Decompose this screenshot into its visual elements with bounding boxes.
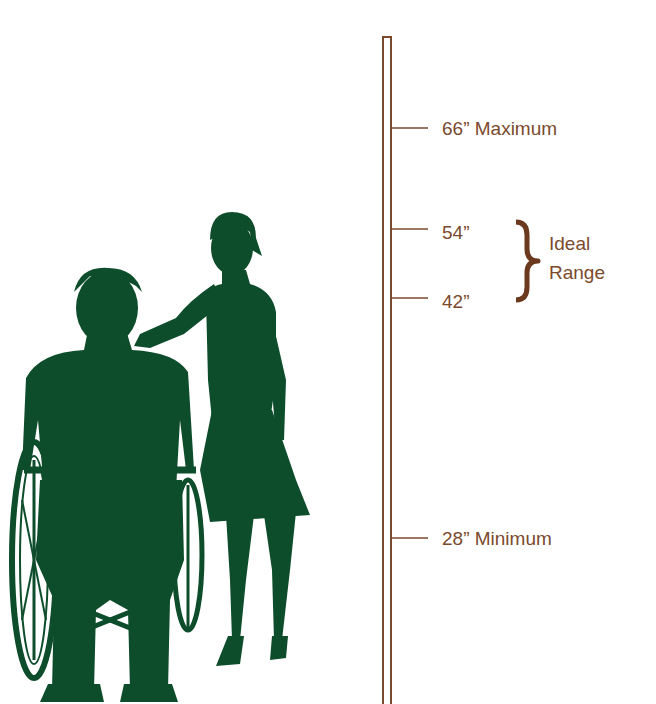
tick-mark [391,228,428,230]
frame-bar [60,600,160,640]
tick-mark [391,537,428,539]
foot [120,684,178,702]
spoke [187,485,190,628]
range-label: Ideal Range [549,229,627,287]
frame-bar [40,557,182,563]
leg [264,512,296,640]
hair [210,212,262,256]
frame-bar [60,600,160,640]
range-brace [516,222,538,300]
torso [206,270,276,420]
leg [226,515,254,640]
shoe [216,636,244,666]
height-label: 42” [442,287,512,316]
wheelchair [12,442,202,678]
armrest [24,467,70,474]
skirt [200,410,310,522]
shoe [270,636,288,660]
tick-mark [391,127,428,129]
tick-mark [391,297,428,299]
hair [74,268,142,292]
wheel [174,480,202,630]
height-label: 54” [442,218,512,247]
height-label: 28” Minimum [442,524,642,553]
height-label: 66” Maximum [442,114,642,143]
foot [40,684,104,702]
ruler-bar [383,37,391,704]
standing-person-silhouette [134,212,310,666]
armrest [150,467,196,474]
